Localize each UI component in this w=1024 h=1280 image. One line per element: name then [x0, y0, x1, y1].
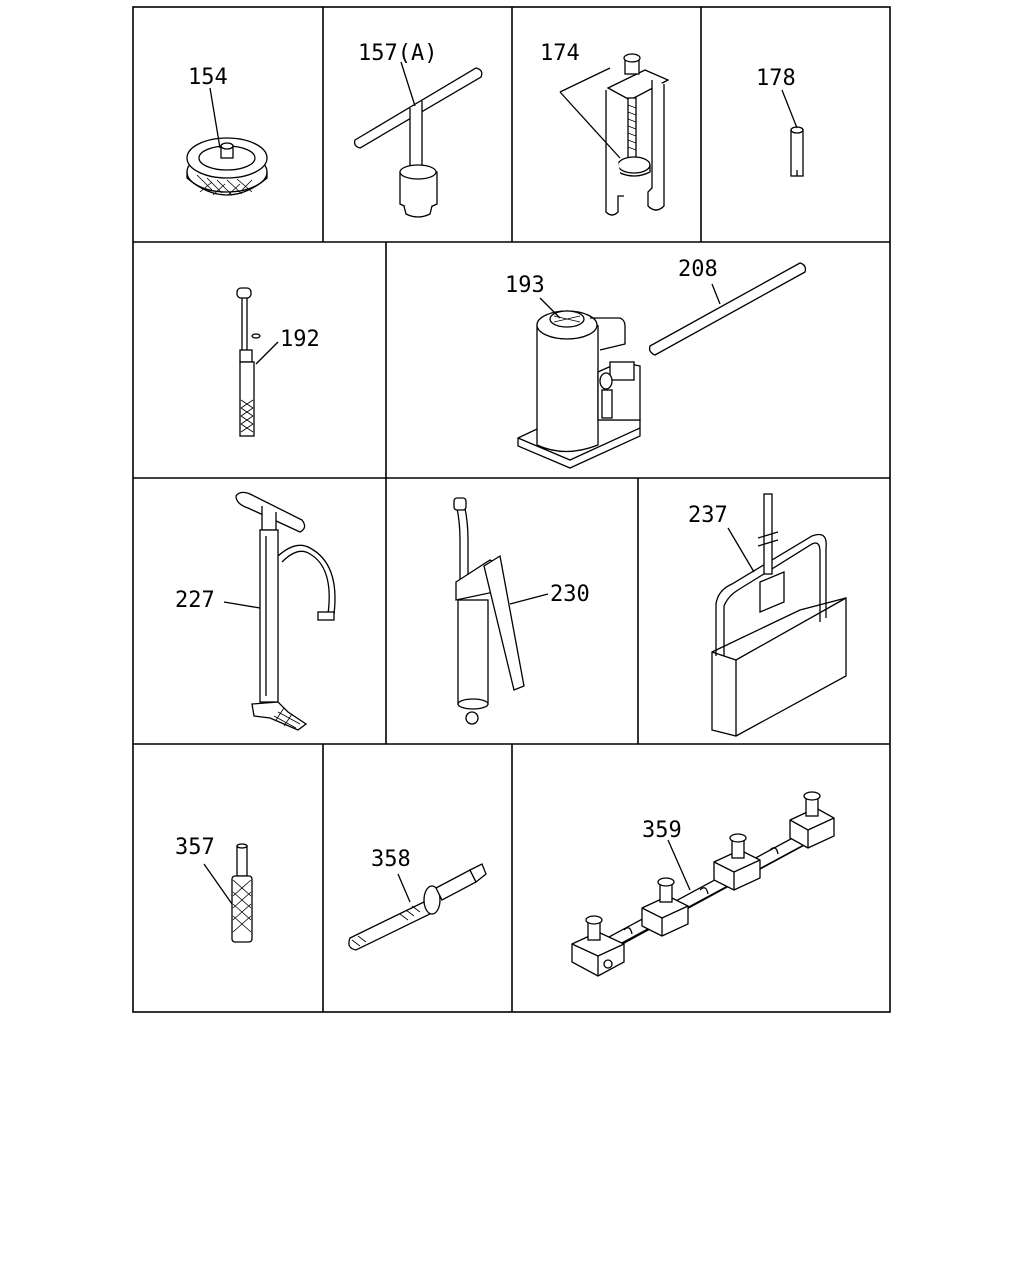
part-154-disc-tool: 154 — [186, 65, 268, 196]
grid-frame — [132, 6, 891, 1013]
part-208-handle-bar: 208 — [648, 257, 807, 356]
part-192-probe: 192 — [236, 287, 320, 437]
label-208: 208 — [678, 257, 718, 282]
part-230-grease-gun: 230 — [453, 497, 590, 725]
label-237: 237 — [688, 503, 728, 528]
label-174: 174 — [540, 41, 580, 66]
label-359: 359 — [642, 818, 682, 843]
part-359-alignment-fixture: 359 — [571, 791, 835, 977]
part-237-tool-bag: 237 — [688, 493, 847, 737]
part-174-puller: 174 — [540, 41, 670, 216]
label-178: 178 — [756, 66, 796, 91]
part-193-hydraulic-jack: 193 — [505, 273, 641, 469]
label-192: 192 — [280, 327, 320, 352]
part-178-pin: 178 — [756, 66, 804, 177]
label-154: 154 — [188, 65, 228, 90]
label-157: 157(A) — [358, 41, 437, 66]
part-357-drift: 357 — [175, 835, 253, 943]
part-358-installer: 358 — [348, 847, 487, 951]
label-193: 193 — [505, 273, 545, 298]
label-358: 358 — [371, 847, 411, 872]
part-227-foot-pump: 227 — [175, 491, 336, 731]
label-230: 230 — [550, 582, 590, 607]
label-357: 357 — [175, 835, 215, 860]
part-157-t-handle: 157(A) — [353, 41, 483, 218]
label-227: 227 — [175, 588, 215, 613]
